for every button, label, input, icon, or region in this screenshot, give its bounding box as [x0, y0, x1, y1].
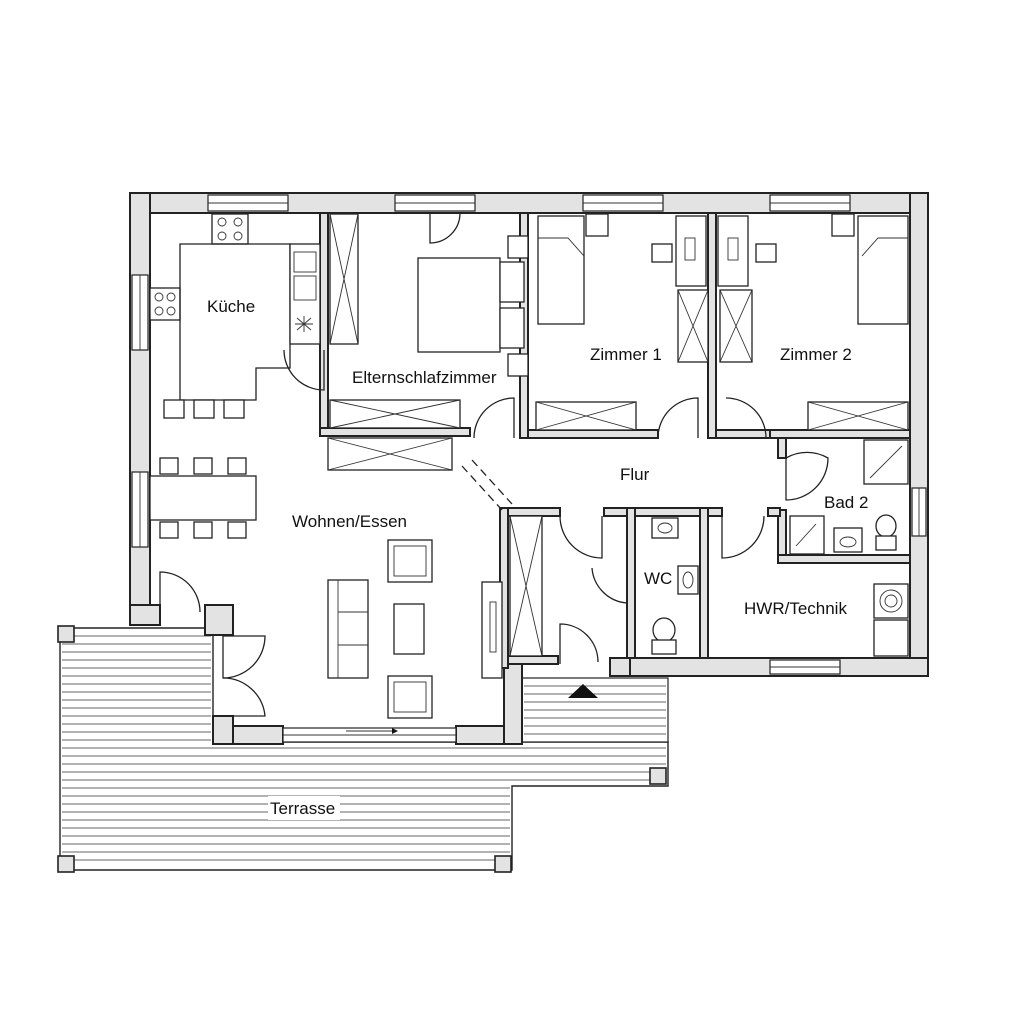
- room-1: Zimmer 1: [535, 213, 709, 431]
- stove-icon: [217, 217, 243, 241]
- entrance-arrow-icon: [568, 684, 598, 698]
- entrance-deck-planks: [524, 685, 666, 735]
- wc: WC: [644, 517, 699, 655]
- bed-icon: [537, 215, 585, 325]
- bed-icon: [857, 215, 909, 325]
- room-2: Zimmer 2: [717, 213, 909, 431]
- dining-table: [149, 457, 257, 539]
- windows: [131, 194, 927, 743]
- room-label-kueche: Küche: [207, 297, 255, 316]
- sink-icon: [293, 251, 317, 273]
- room-label-wohnen: Wohnen/Essen: [292, 512, 407, 531]
- room-label-bad2: Bad 2: [824, 493, 868, 512]
- room-label-wc: WC: [644, 569, 672, 588]
- entrance-wardrobe: [509, 515, 543, 657]
- terrace-post: [57, 625, 75, 643]
- room-label-zimmer1: Zimmer 1: [590, 345, 662, 364]
- wardrobe-icon: [329, 213, 359, 345]
- toilet-icon: [651, 617, 677, 655]
- kitchen: Küche: [149, 213, 321, 419]
- room-label-flur: Flur: [620, 465, 650, 484]
- interior-walls: [319, 212, 911, 669]
- terrace-post: [57, 855, 75, 873]
- bed-icon: [417, 257, 501, 353]
- living-room: Wohnen/Essen: [292, 512, 503, 719]
- master-bedroom: Elternschlafzimmer: [327, 213, 529, 471]
- bathroom-2: Bad 2: [789, 439, 909, 555]
- toilet-icon: [875, 514, 897, 551]
- terrace-post: [494, 855, 512, 873]
- bar-stools: [163, 399, 245, 419]
- utility-room: HWR/Technik: [744, 583, 909, 657]
- room-label-zimmer2: Zimmer 2: [780, 345, 852, 364]
- room-label-eltern: Elternschlafzimmer: [352, 368, 497, 387]
- room-label-terrasse: Terrasse: [270, 799, 335, 818]
- doors: [159, 212, 829, 717]
- terrace-post: [649, 767, 667, 785]
- room-label-hwr: HWR/Technik: [744, 599, 847, 618]
